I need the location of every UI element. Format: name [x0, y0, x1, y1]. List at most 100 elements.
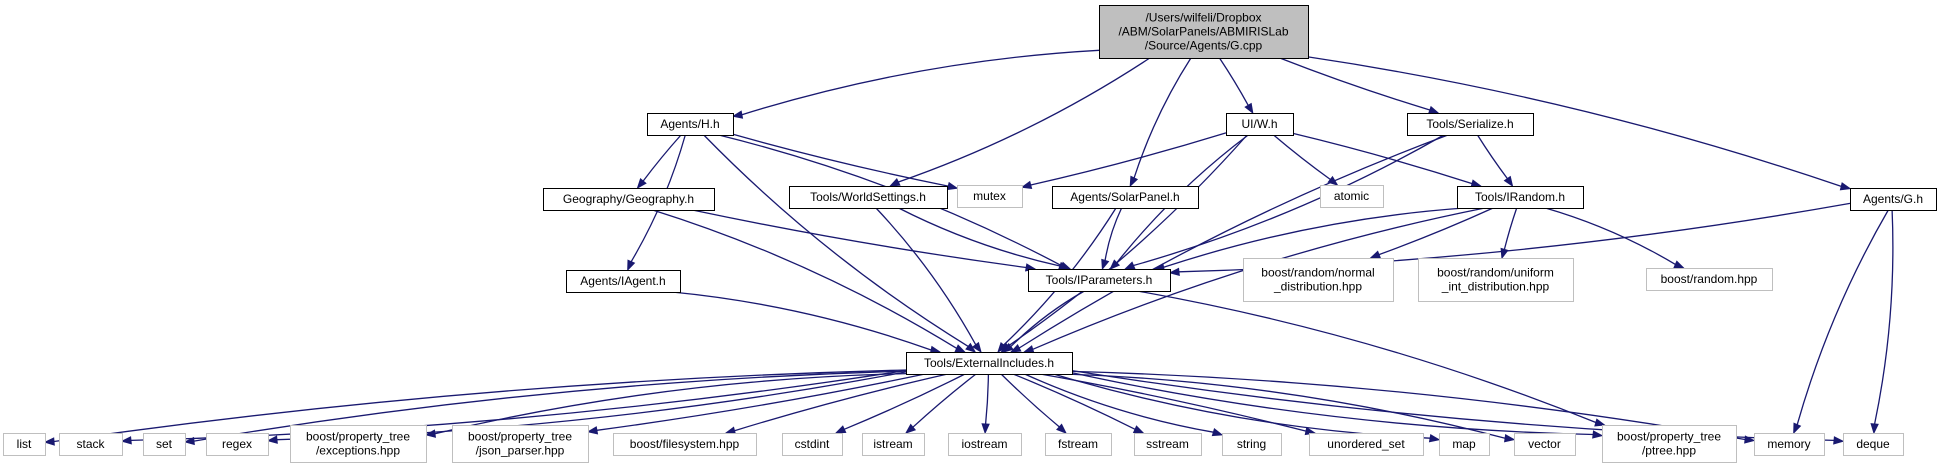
node-set: set	[143, 433, 186, 456]
node-box-geography_h	[543, 188, 715, 211]
node-box-mutex	[957, 185, 1023, 208]
arrowhead-g_cpp-to-agents_g_h	[1839, 182, 1852, 191]
node-box-string	[1222, 433, 1282, 456]
node-stack: stack	[59, 433, 123, 456]
node-label-istream: istream	[873, 437, 912, 451]
node-label-boost_ptree: boost/property_tree	[1617, 430, 1721, 444]
node-box-g_cpp	[1099, 5, 1309, 59]
edge-tools_externalincludes_h-to-string	[1024, 373, 1214, 433]
arrowhead-g_cpp-to-agents_h_h	[731, 110, 744, 119]
node-tools_serialize_h[interactable]: Tools/Serialize.h	[1407, 113, 1534, 136]
node-deque: deque	[1843, 433, 1904, 456]
node-geography_h[interactable]: Geography/Geography.h	[543, 188, 715, 211]
node-unordered_set: unordered_set	[1309, 433, 1424, 456]
arrowhead-agents_g_h-to-tools_iparameters_h	[1168, 267, 1180, 276]
arrowhead-tools_externalincludes_h-to-cstdint	[834, 425, 847, 434]
node-box-agents_h_h	[647, 113, 734, 136]
arrowhead-tools_serialize_h-to-tools_irandom_h	[1503, 175, 1514, 188]
node-box-memory	[1754, 433, 1825, 456]
arrowhead-tools_externalincludes_h-to-deque	[1833, 436, 1845, 445]
edge-tools_irandom_h-to-boost_normal	[1378, 207, 1494, 256]
node-label-agents_h_h: Agents/H.h	[660, 117, 719, 131]
node-box-tools_serialize_h	[1407, 113, 1534, 136]
node-label-tools_irandom_h: Tools/IRandom.h	[1475, 190, 1565, 204]
node-box-boost_exceptions	[290, 425, 427, 463]
edge-agents_g_h-to-deque	[1873, 209, 1894, 425]
edge-tools_iparameters_h-to-tools_externalincludes_h	[1010, 290, 1085, 348]
node-box-cstdint	[782, 433, 843, 456]
node-agents_g_h[interactable]: Agents/G.h	[1850, 188, 1937, 211]
edge-g_cpp-to-tools_serialize_h	[1279, 57, 1430, 111]
arrowhead-agents_h_h-to-mutex	[946, 181, 959, 191]
node-tools_externalincludes_h[interactable]: Tools/ExternalIncludes.h	[906, 352, 1073, 375]
arrowhead-tools_externalincludes_h-to-iostream	[981, 423, 990, 435]
edge-agents_g_h-to-memory	[1796, 209, 1889, 425]
node-boost_exceptions: boost/property_tree/exceptions.hpp	[290, 425, 427, 463]
arrowhead-g_cpp-to-tools_worldsettings_h	[889, 178, 901, 187]
node-label-vector: vector	[1528, 437, 1561, 451]
node-tools_iparameters_h[interactable]: Tools/IParameters.h	[1028, 269, 1171, 292]
edge-tools_worldsettings_h-to-tools_externalincludes_h	[875, 207, 977, 346]
edge-ui_w_h-to-mutex	[1030, 132, 1227, 186]
node-label-memory: memory	[1767, 437, 1810, 451]
arrowhead-tools_externalincludes_h-to-stack	[120, 436, 132, 445]
arrowhead-tools_externalincludes_h-to-boost_ptree	[1592, 430, 1604, 439]
node-box-boost_ptree	[1602, 425, 1737, 463]
node-box-istream	[862, 433, 925, 456]
node-label-tools_iparameters_h: Tools/IParameters.h	[1046, 273, 1153, 287]
arrowhead-tools_iparameters_h-to-tools_externalincludes_h	[1002, 342, 1014, 353]
node-agents_iagent_h[interactable]: Agents/IAgent.h	[566, 270, 681, 293]
node-label-boost_exceptions: boost/property_tree	[306, 430, 410, 444]
arrowhead-tools_irandom_h-to-boost_uniform	[1500, 247, 1509, 260]
node-tools_irandom_h[interactable]: Tools/IRandom.h	[1457, 186, 1584, 209]
node-cstdint: cstdint	[782, 433, 843, 456]
arrowhead-tools_irandom_h-to-tools_externalincludes_h	[1022, 345, 1035, 354]
edge-tools_worldsettings_h-to-tools_iparameters_h	[898, 207, 1061, 267]
node-label-tools_worldsettings_h: Tools/WorldSettings.h	[810, 190, 926, 204]
edge-geography_h-to-tools_iparameters_h	[692, 209, 1027, 269]
node-box-tools_worldsettings_h	[789, 186, 948, 209]
node-label-boost_uniform: _int_distribution.hpp	[1441, 280, 1550, 294]
arrowhead-tools_worldsettings_h-to-tools_externalincludes_h	[972, 341, 982, 354]
edge-ui_w_h-to-atomic	[1273, 134, 1331, 181]
node-vector: vector	[1514, 433, 1576, 456]
node-box-boost_normal	[1243, 258, 1394, 302]
arrowhead-tools_externalincludes_h-to-istream	[904, 423, 917, 434]
edge-agents_solarpanel_h-to-tools_iparameters_h	[1104, 207, 1123, 261]
edge-tools_iparameters_h-to-boost_ptree	[1137, 290, 1597, 424]
edge-tools_externalincludes_h-to-vector	[1064, 373, 1506, 439]
node-agents_h_h[interactable]: Agents/H.h	[647, 113, 734, 136]
node-box-regex	[206, 433, 269, 456]
edge-ui_w_h-to-tools_externalincludes_h	[1007, 134, 1248, 347]
arrowhead-tools_externalincludes_h-to-set	[183, 436, 195, 446]
edge-tools_externalincludes_h-to-istream	[912, 373, 977, 428]
node-label-mutex: mutex	[973, 189, 1006, 203]
node-label-unordered_set: unordered_set	[1327, 437, 1405, 451]
dependency-edges	[43, 49, 1894, 446]
edge-agents_h_h-to-mutex	[732, 133, 949, 187]
edge-tools_externalincludes_h-to-boost_exceptions	[434, 372, 907, 435]
edge-g_cpp-to-tools_worldsettings_h	[898, 57, 1151, 183]
node-label-geography_h: Geography/Geography.h	[563, 192, 694, 206]
edge-tools_irandom_h-to-boost_random	[1545, 207, 1676, 265]
edge-tools_irandom_h-to-tools_iparameters_h	[1163, 207, 1465, 268]
edge-g_cpp-to-agents_h_h	[741, 49, 1100, 116]
node-label-iostream: iostream	[961, 437, 1007, 451]
arrowhead-tools_serialize_h-to-tools_externalincludes_h	[1009, 344, 1022, 353]
edge-agents_h_h-to-geography_h	[642, 134, 682, 182]
arrowhead-tools_externalincludes_h-to-vector	[1504, 434, 1516, 443]
node-tools_worldsettings_h[interactable]: Tools/WorldSettings.h	[789, 186, 948, 209]
node-agents_solarpanel_h[interactable]: Agents/SolarPanel.h	[1052, 186, 1199, 209]
node-label-boost_normal: boost/random/normal	[1261, 266, 1374, 280]
edge-geography_h-to-tools_externalincludes_h	[652, 209, 957, 349]
node-label-boost_json_parser: boost/property_tree	[468, 430, 572, 444]
node-g_cpp[interactable]: /Users/wilfeli/Dropbox/ABM/SolarPanels/A…	[1099, 5, 1309, 59]
node-box-sstream	[1134, 433, 1202, 456]
node-box-iostream	[948, 433, 1022, 456]
node-box-agents_solarpanel_h	[1052, 186, 1199, 209]
edge-tools_serialize_h-to-tools_iparameters_h	[1133, 134, 1445, 267]
node-atomic: atomic	[1320, 185, 1384, 208]
node-ui_w_h[interactable]: UI/W.h	[1226, 113, 1294, 136]
node-box-ui_w_h	[1226, 113, 1294, 136]
node-label-ui_w_h: UI/W.h	[1241, 117, 1277, 131]
